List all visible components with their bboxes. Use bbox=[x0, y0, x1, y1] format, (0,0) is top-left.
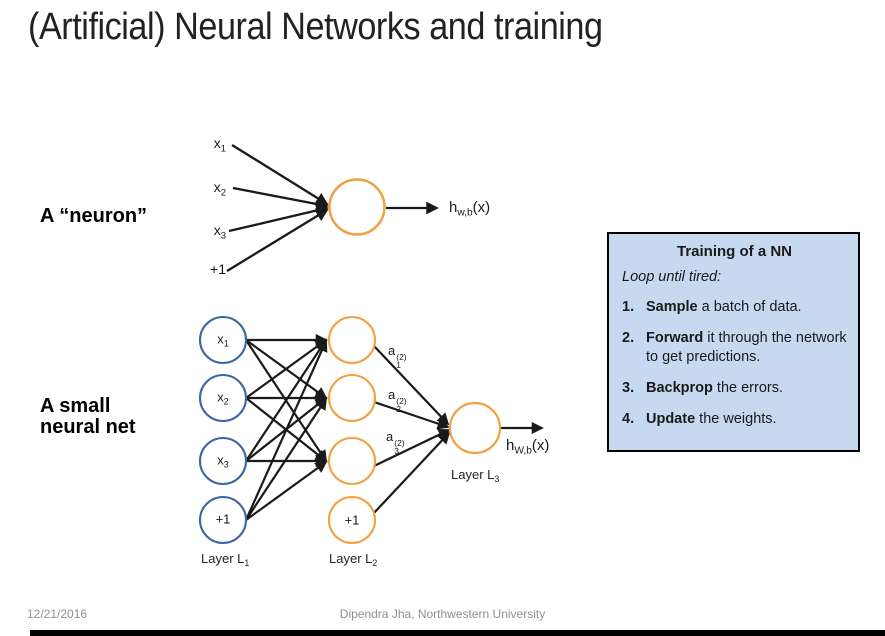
network-output-label: hW,b(x) bbox=[506, 437, 550, 457]
layer1-layer2-connections bbox=[244, 333, 328, 521]
layer1-node-circles bbox=[198, 315, 248, 545]
layer2-layer3-connections bbox=[372, 345, 544, 515]
layer1-node-label: x1 bbox=[217, 331, 229, 349]
training-box-intro: Loop until tired: bbox=[622, 269, 722, 285]
training-step: 2. Forward it through the network to get… bbox=[622, 330, 847, 365]
layer2-label: Layer L2 bbox=[329, 551, 378, 569]
footer-attribution: Dipendra Jha, Northwestern University bbox=[339, 607, 546, 621]
training-box-title: Training of a NN bbox=[676, 243, 792, 260]
training-step: 4. Update the weights. bbox=[622, 411, 777, 427]
bottom-bar bbox=[30, 630, 885, 636]
layer2-node-circles bbox=[327, 315, 377, 545]
layer1-node-label: x3 bbox=[217, 452, 229, 470]
layer1-node-label: +1 bbox=[215, 511, 231, 527]
neuron-input-arrows bbox=[226, 144, 439, 272]
slide-title: (Artificial) Neural Networks and trainin… bbox=[28, 6, 603, 48]
neuron-output-label: hw,b(x) bbox=[449, 199, 491, 219]
layer3-label: Layer L3 bbox=[451, 467, 500, 485]
neuron-section-label: A “neuron” bbox=[40, 205, 148, 227]
layer1-node-label: x2 bbox=[217, 389, 229, 407]
activation-label: a(2)2 bbox=[388, 387, 407, 414]
neuron-circle bbox=[328, 178, 386, 236]
layer2-bias-label: +1 bbox=[344, 512, 360, 528]
neuron-input-label: x1 bbox=[213, 135, 226, 155]
footer-date: 12/21/2016 bbox=[27, 607, 88, 621]
layer3-node-circle bbox=[448, 401, 502, 455]
activation-label: a(2)3 bbox=[386, 429, 405, 456]
training-box: Training of a NN Loop until tired: 1. Sa… bbox=[607, 232, 860, 452]
network-section-label: A small neural net bbox=[40, 395, 136, 438]
layer1-label: Layer L1 bbox=[201, 551, 250, 569]
neuron-input-label: x3 bbox=[213, 222, 226, 242]
training-step: 3. Backprop the errors. bbox=[622, 380, 783, 396]
training-step: 1. Sample a batch of data. bbox=[622, 299, 802, 315]
activation-label: a(2)1 bbox=[388, 343, 407, 370]
neuron-input-label: x2 bbox=[213, 179, 226, 199]
neuron-input-label: +1 bbox=[210, 261, 226, 277]
